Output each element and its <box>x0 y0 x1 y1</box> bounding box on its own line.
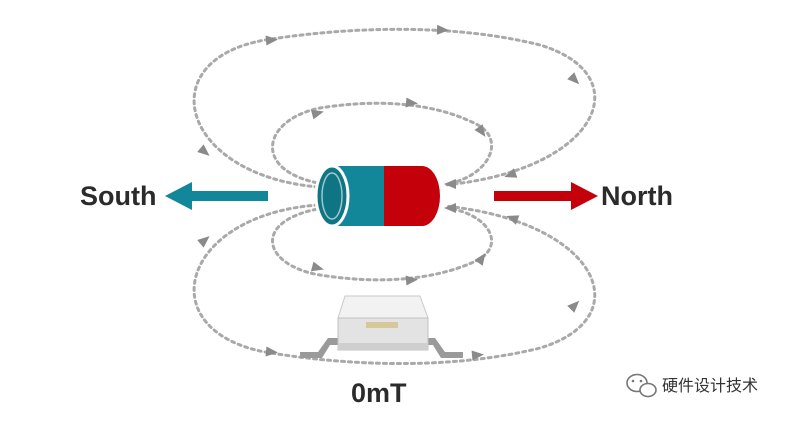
field-arrow <box>265 35 278 46</box>
north-arrow <box>494 182 598 210</box>
field-line-inner-top <box>271 101 494 187</box>
field-arrow <box>471 350 484 361</box>
field-direction-arrows <box>197 24 580 361</box>
field-arrow <box>197 236 210 248</box>
field-line-outer-bottom <box>192 203 597 366</box>
north-label: North <box>601 181 673 211</box>
field-arrow <box>197 144 210 156</box>
field-line-inner-bottom <box>271 205 494 282</box>
field-arrow <box>567 72 580 85</box>
watermark-text: 硬件设计技术 <box>662 376 758 395</box>
field-arrow <box>474 124 486 137</box>
field-arrow <box>504 168 518 178</box>
field-arrow <box>474 253 486 266</box>
field-arrow <box>310 109 324 120</box>
field-arrow <box>444 203 456 213</box>
south-arrow <box>165 182 268 210</box>
field-arrow <box>567 300 580 313</box>
field-arrow <box>444 179 456 189</box>
south-label: South <box>80 181 156 211</box>
wechat-icon <box>626 373 657 398</box>
field-arrow <box>436 24 449 35</box>
field-arrow <box>506 215 520 225</box>
watermark: 硬件设计技术 <box>626 373 758 398</box>
field-arrow <box>265 346 278 357</box>
field-line-outer-top <box>192 27 597 189</box>
bar-magnet <box>314 164 440 228</box>
field-reading-label: 0mT <box>351 378 407 408</box>
field-arrow <box>405 97 418 108</box>
field-arrow <box>405 275 418 286</box>
hall-sensor-chip <box>300 295 463 358</box>
field-arrow <box>310 261 324 272</box>
